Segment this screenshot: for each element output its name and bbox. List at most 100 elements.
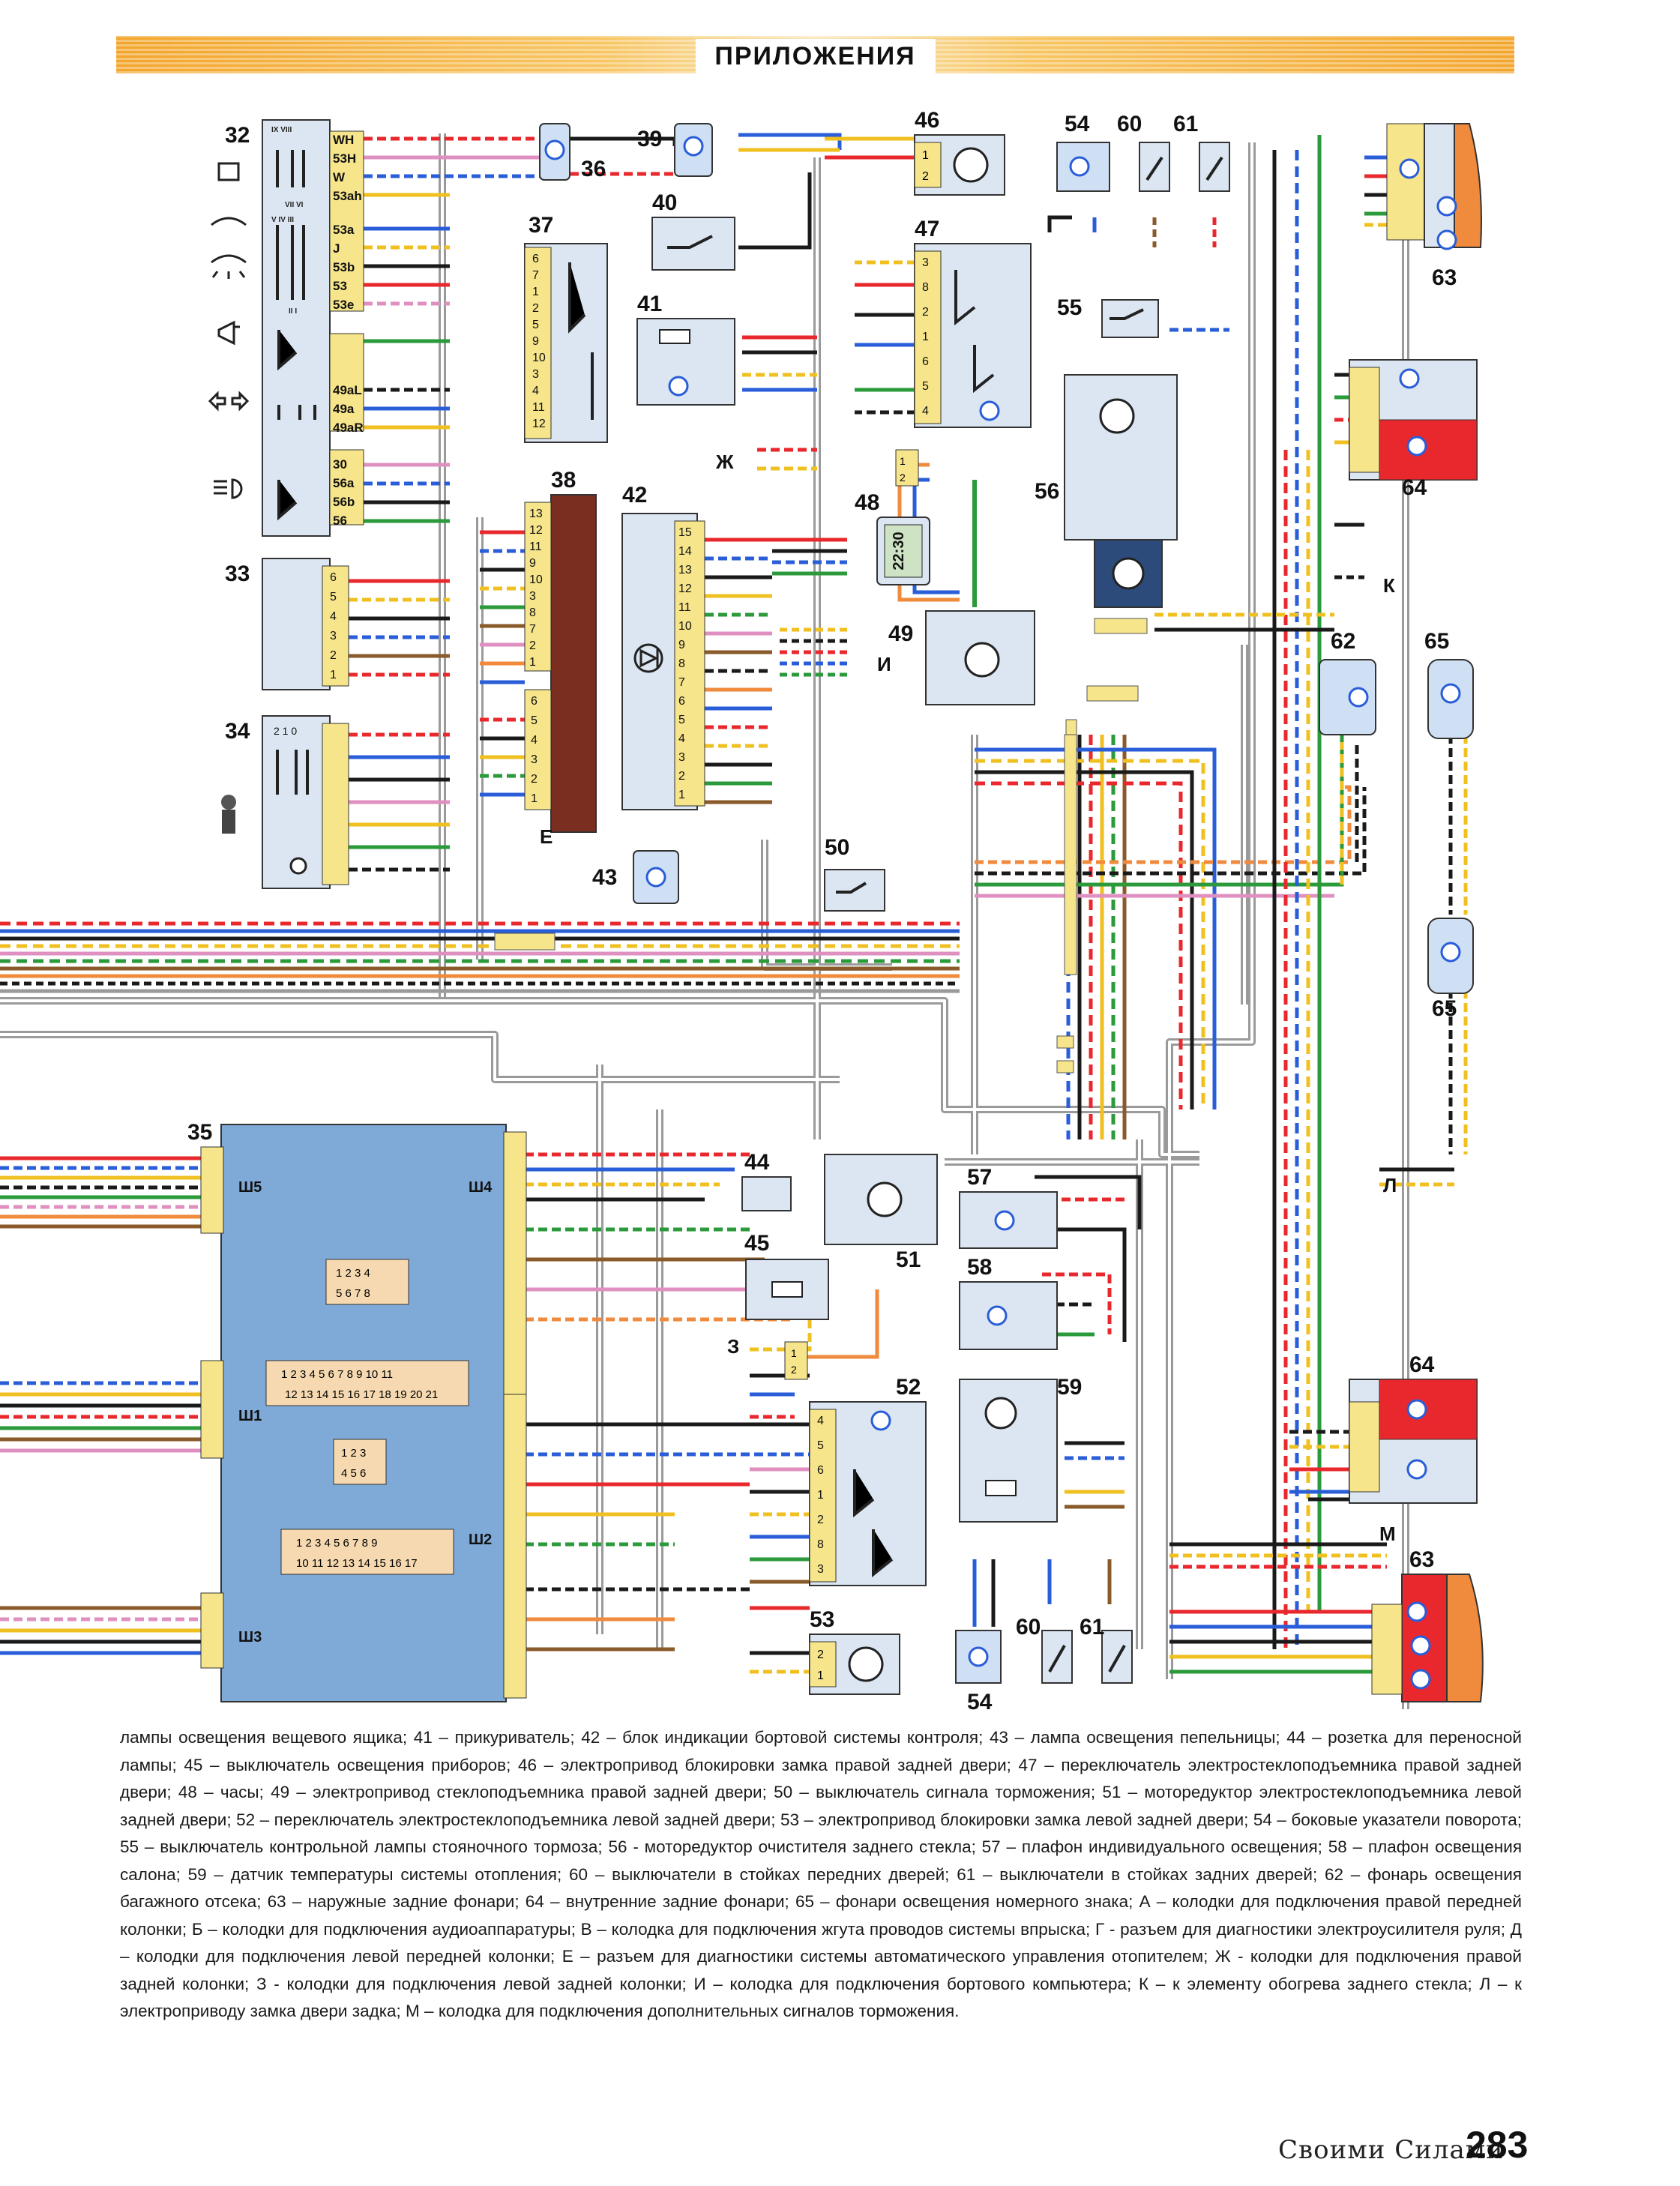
svg-text:7: 7 — [532, 269, 539, 282]
svg-text:2: 2 — [922, 170, 929, 183]
component-number-35: 35 — [187, 1120, 212, 1145]
switch32-pin-label: 56a — [333, 476, 355, 490]
svg-text:1: 1 — [922, 149, 929, 162]
svg-text:3: 3 — [531, 753, 538, 766]
svg-text:2: 2 — [532, 302, 539, 315]
component-number-63-top: 63 — [1432, 265, 1457, 290]
svg-text:3: 3 — [678, 751, 685, 764]
svg-text:10 11 12 13 14 15 16 17: 10 11 12 13 14 15 16 17 — [296, 1557, 418, 1570]
magazine-brand: Своими Силами — [1278, 2135, 1504, 2165]
svg-text:15: 15 — [678, 526, 692, 539]
component-number-56: 56 — [1035, 479, 1059, 504]
wiper-icon — [211, 217, 247, 226]
svg-text:13: 13 — [529, 508, 543, 520]
connector-letter-i: И — [877, 653, 891, 675]
component-65-plate-lamp-bottom: 65 — [1427, 918, 1474, 1021]
component-number-50: 50 — [825, 835, 849, 860]
switch32-pin-label: 49aR — [333, 421, 364, 435]
svg-text:2: 2 — [817, 1648, 824, 1661]
component-46-door-lock-actuator: 1 2 46 — [914, 108, 1005, 196]
svg-text:1: 1 — [817, 1669, 824, 1682]
svg-text:3: 3 — [817, 1563, 824, 1576]
svg-text:10: 10 — [529, 573, 543, 586]
component-62-trunk-lamp: 62 — [1319, 629, 1376, 735]
component-63-rear-lamp-bottom: 63 — [1371, 1547, 1484, 1702]
svg-text:1: 1 — [791, 1347, 797, 1359]
component-number-40: 40 — [652, 190, 677, 215]
svg-text:5: 5 — [532, 319, 539, 331]
component-number-38: 38 — [551, 468, 576, 493]
svg-text:4: 4 — [922, 405, 929, 418]
svg-text:6: 6 — [531, 695, 538, 708]
svg-text:3: 3 — [532, 368, 539, 381]
switch32-positions-bottom: II I — [289, 307, 297, 316]
svg-text:2: 2 — [678, 770, 685, 783]
component-number-46: 46 — [915, 108, 939, 133]
svg-text:1: 1 — [678, 789, 685, 801]
svg-text:1: 1 — [330, 669, 337, 681]
component-number-34: 34 — [225, 719, 250, 744]
component-36-lamp: 36 — [539, 123, 606, 181]
switch32-pin-label: 49aL — [333, 383, 362, 397]
component-number-64-bottom: 64 — [1409, 1352, 1435, 1377]
svg-text:2: 2 — [531, 773, 538, 786]
connector-letter-z: З — [727, 1335, 739, 1358]
switch32-positions-mid: VII VI — [285, 201, 304, 209]
switch32-pin-label: 53a — [333, 223, 355, 237]
switch32-pin-label: 56b — [333, 495, 355, 509]
ecu-socket-a: 1 2 3 4 5 6 7 8 — [325, 1259, 409, 1305]
svg-text:6: 6 — [678, 695, 685, 708]
component-number-55: 55 — [1057, 295, 1082, 320]
svg-text:5: 5 — [678, 714, 685, 726]
svg-text:4: 4 — [531, 734, 538, 747]
figure-caption: лампы освещения вещевого ящика; 41 – при… — [120, 1728, 1522, 2020]
svg-text:6: 6 — [330, 571, 337, 584]
component-55-parking-brake-switch: 55 — [1057, 295, 1159, 338]
svg-text:1 2 3 4 5 6 7 8 9: 1 2 3 4 5 6 7 8 9 — [296, 1537, 377, 1550]
ignition-key-icon — [221, 795, 236, 834]
svg-text:6: 6 — [532, 253, 539, 265]
switch32-pin-label: W — [333, 170, 346, 184]
switch32-function-icons — [208, 162, 250, 499]
component-number-60-bottom: 60 — [1016, 1615, 1041, 1640]
component-number-44: 44 — [744, 1150, 770, 1175]
component-50-brake-switch: 50 — [824, 835, 885, 912]
component-number-43: 43 — [592, 865, 617, 890]
component-44-socket: 44 — [741, 1150, 792, 1211]
svg-text:1: 1 — [900, 455, 906, 467]
switch34-positions: 2 1 0 — [274, 725, 297, 737]
svg-text:11: 11 — [529, 541, 542, 553]
connector-letter-zh: Ж — [715, 451, 734, 473]
svg-text:10: 10 — [532, 352, 546, 364]
component-number-65-top: 65 — [1424, 629, 1449, 654]
ecu-connector-sh3: Ш3 — [238, 1629, 262, 1645]
svg-text:1: 1 — [529, 656, 536, 669]
component-number-59: 59 — [1057, 1375, 1082, 1400]
switch32-positions-low: V IV III — [271, 216, 294, 224]
svg-text:9: 9 — [529, 557, 536, 570]
component-40-switch: 40 — [651, 190, 735, 271]
switch32-pin-label: 49a — [333, 402, 355, 416]
component-number-41: 41 — [637, 292, 662, 316]
component-45-dimmer: 45 — [744, 1231, 829, 1320]
svg-text:2: 2 — [791, 1364, 797, 1376]
switch32-pin-label: 53b — [333, 260, 355, 274]
turn-signal-icon — [208, 391, 250, 412]
switch32-pin-label: 30 — [333, 457, 347, 472]
component-number-39: 39 — [637, 127, 662, 151]
svg-text:7: 7 — [678, 676, 685, 689]
component-49-window-motor: 49 — [888, 610, 1035, 705]
svg-text:2: 2 — [922, 306, 929, 319]
svg-text:3: 3 — [922, 256, 929, 269]
component-number-32: 32 — [225, 123, 250, 148]
svg-text:8: 8 — [678, 657, 685, 670]
svg-text:1: 1 — [531, 792, 538, 805]
switch32-pin-label: 53H — [333, 151, 356, 166]
component-number-51: 51 — [896, 1247, 921, 1272]
svg-text:5 6 7 8: 5 6 7 8 — [336, 1287, 370, 1300]
switch32-pin-label: 53ah — [333, 189, 362, 203]
